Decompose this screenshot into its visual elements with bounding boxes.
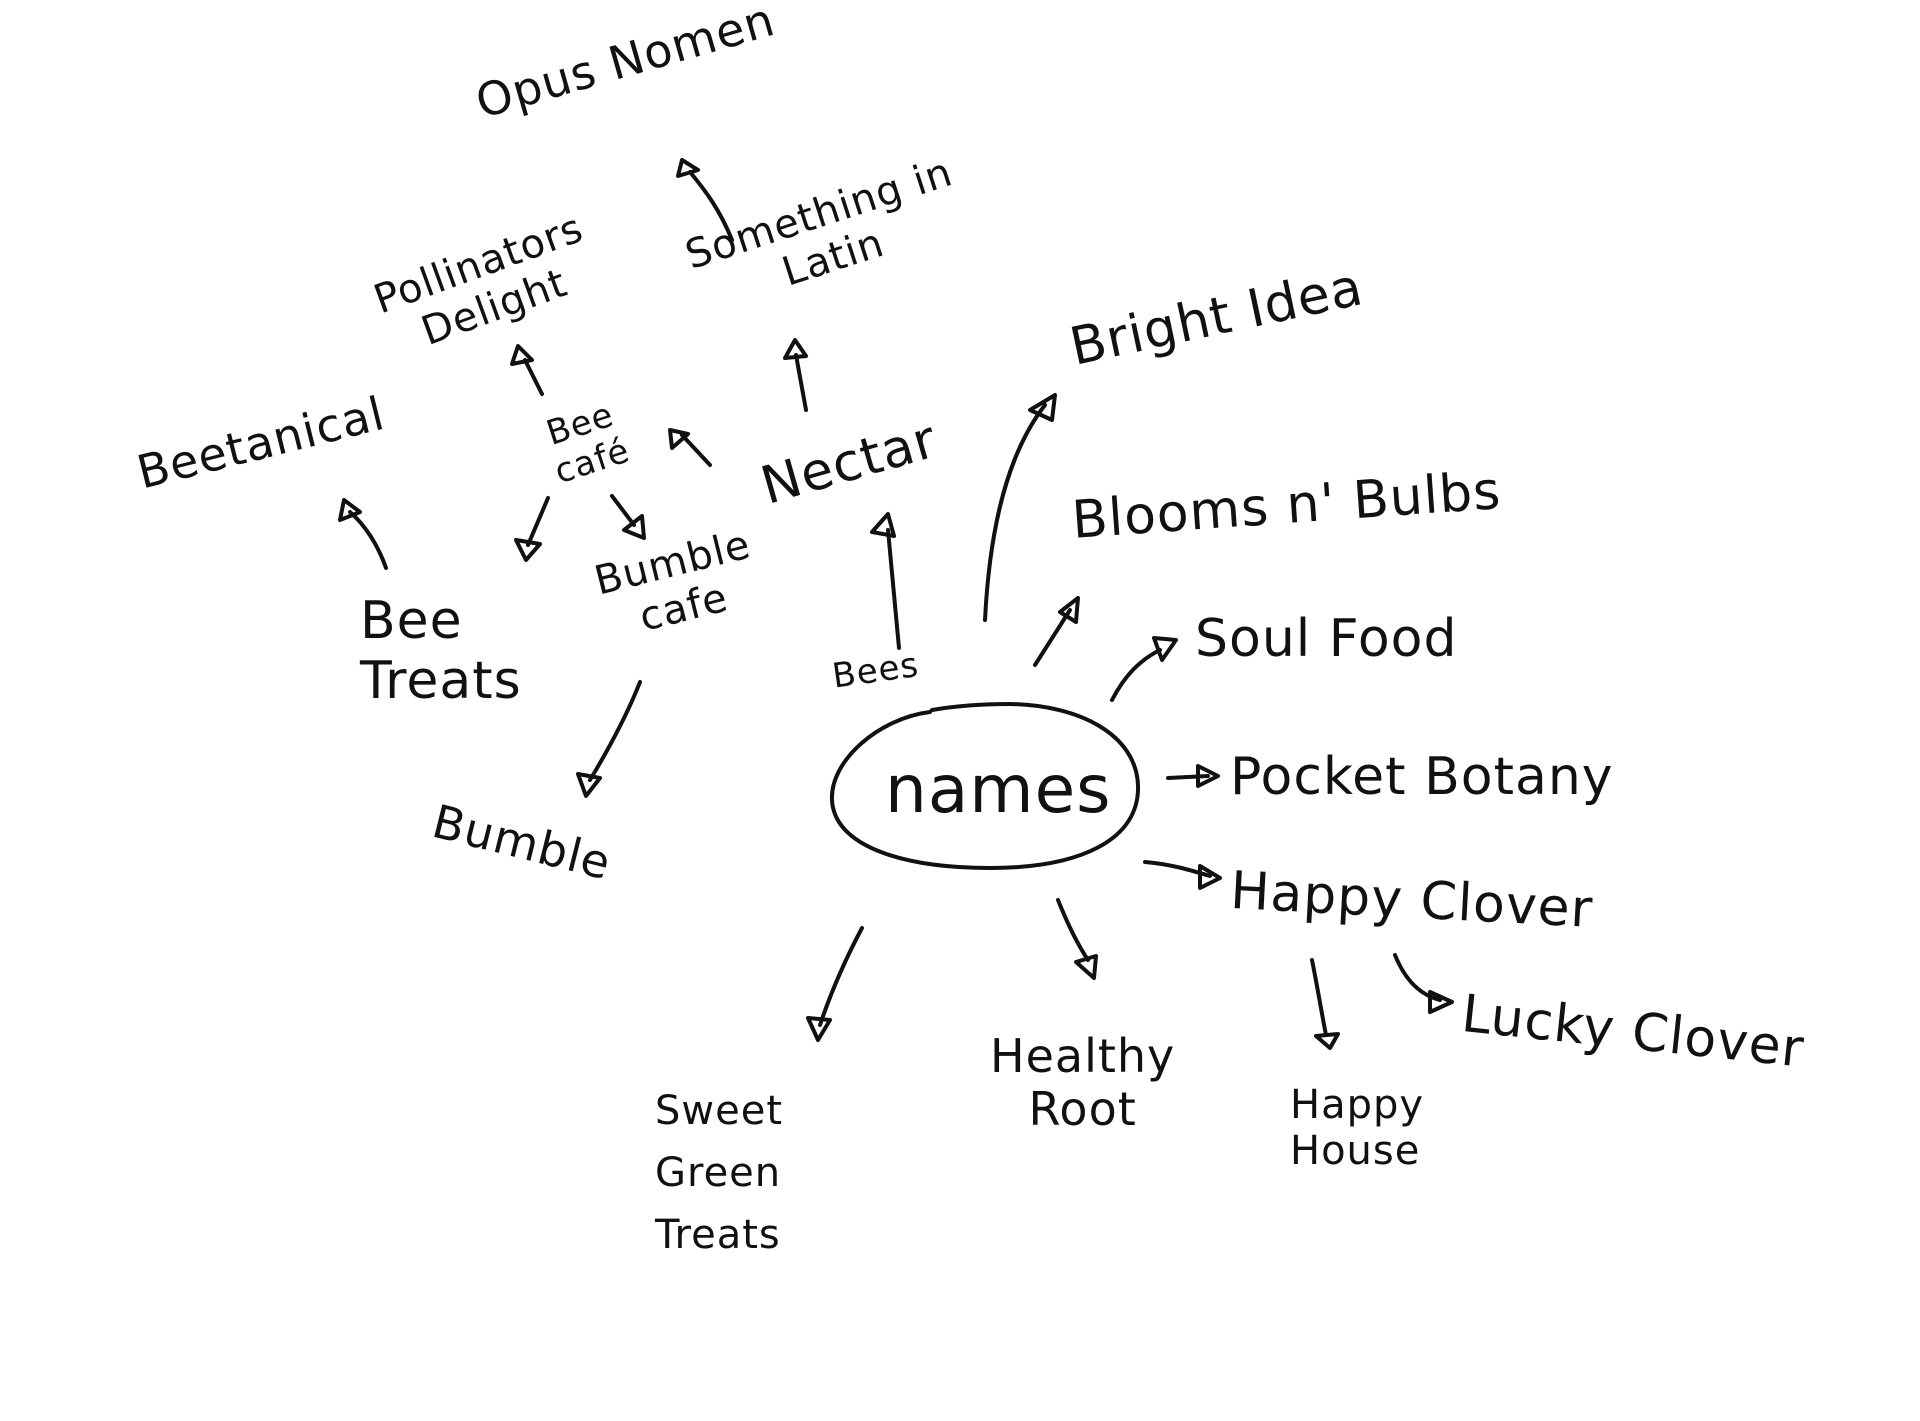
arrow-cafe-upright	[680, 433, 712, 467]
arrowhead-cafe-bumblecafe	[622, 514, 646, 540]
arrowhead-soul-food	[1152, 636, 1178, 662]
arrowhead-happy-house	[1314, 1032, 1340, 1050]
arrow-happy-house	[1310, 958, 1328, 1037]
arrow-cafe-beetreats	[526, 496, 550, 547]
node-soul-food: Soul Food	[1195, 609, 1458, 669]
arrowhead-cafe-pollinators	[510, 344, 534, 366]
arrow-latin-opus	[688, 170, 734, 242]
center-node: names	[885, 751, 1112, 828]
arrowhead-pocket-botany	[1196, 764, 1220, 788]
arrowhead-blooms	[1058, 596, 1080, 624]
arrowhead-bees	[870, 512, 896, 538]
arrowhead-cafe-beetreats	[514, 538, 542, 562]
arrow-bright-idea	[983, 403, 1047, 622]
arrowhead-bright-idea	[1028, 393, 1057, 422]
node-healthy-root: Healthy Root	[990, 1029, 1176, 1136]
arrow-nectar-latin	[794, 353, 808, 412]
arrow-lucky-clover	[1393, 953, 1442, 1002]
arrowhead-happy-clover	[1198, 864, 1222, 890]
center-ellipse	[829, 702, 1141, 870]
arrowhead-sweet-green	[806, 1016, 832, 1042]
arrow-soul-food	[1110, 648, 1162, 702]
arrow-beetreats-beetanical	[348, 510, 388, 570]
arrowhead-bumblecafe-bumble	[576, 772, 602, 798]
arrow-bees	[886, 528, 901, 650]
arrow-cafe-pollinators	[523, 358, 544, 396]
arrow-sweet-green	[818, 926, 864, 1027]
node-bee-treats: Bee Treats	[360, 591, 522, 711]
arrow-bumblecafe-bumble	[588, 680, 642, 782]
arrow-happy-clover	[1143, 860, 1212, 878]
arrowhead-nectar-latin	[783, 338, 808, 360]
node-pocket-botany: Pocket Botany	[1230, 747, 1614, 807]
node-sweet-green-treats: Sweet Green Treats	[655, 1088, 784, 1258]
arrowhead-healthy-root	[1074, 954, 1098, 980]
arrowhead-beetreats-beetanical	[338, 498, 362, 522]
arrow-pocket-botany	[1166, 774, 1210, 780]
arrowhead-lucky-clover	[1428, 990, 1454, 1014]
arrowhead-cafe-upright	[668, 428, 690, 450]
arrow-cafe-bumblecafe	[610, 494, 636, 527]
arrow-blooms	[1033, 608, 1072, 667]
arrow-healthy-root	[1056, 898, 1090, 962]
arrowhead-latin-opus	[676, 158, 700, 178]
node-happy-house: Happy House	[1290, 1082, 1425, 1174]
